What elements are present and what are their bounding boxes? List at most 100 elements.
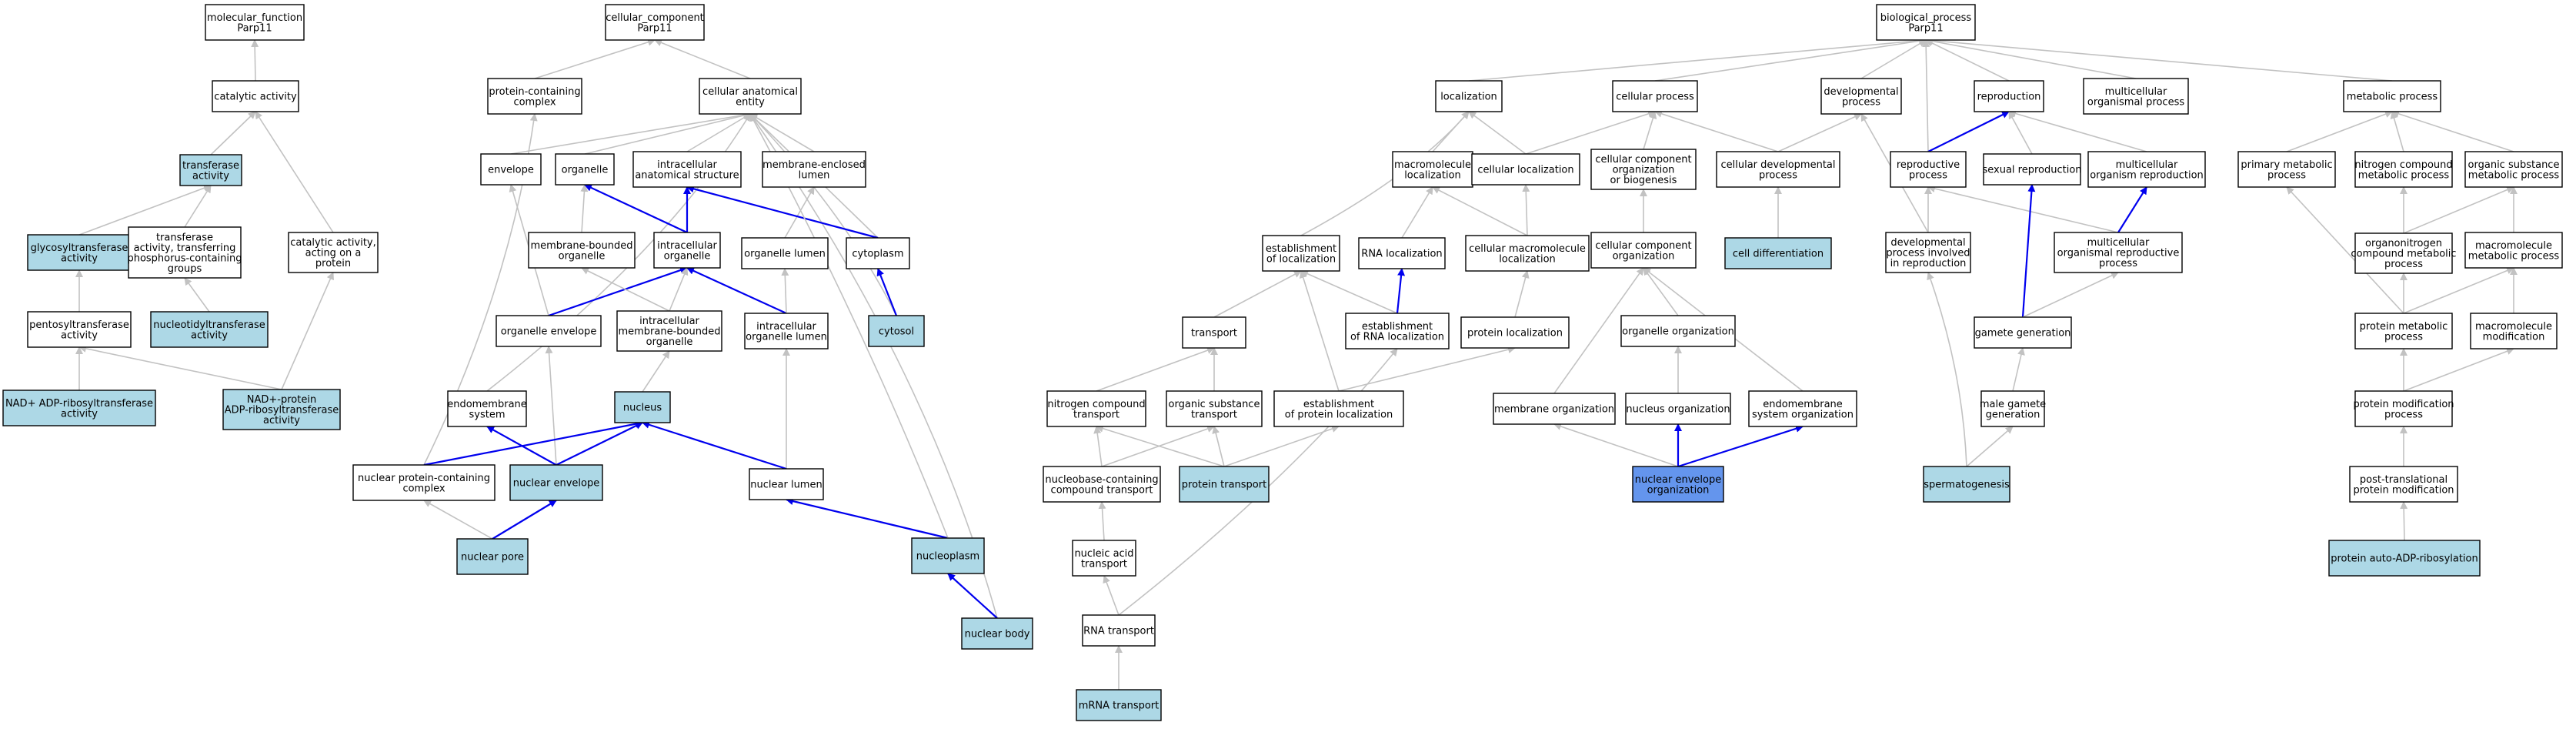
term-label-line: nuclear envelope	[513, 478, 599, 490]
term-node-nbody[interactable]: nuclear body	[961, 617, 1033, 650]
term-node-gamete-gen[interactable]: gamete generation	[1974, 316, 2072, 349]
term-box	[2354, 232, 2453, 274]
edge-transport-to-est_loc	[1213, 270, 1302, 318]
term-node-organelle[interactable]: organelle	[555, 153, 615, 186]
term-node-mem-org[interactable]: membrane organization	[1493, 393, 1616, 425]
term-node-nplasm[interactable]: nucleoplasm	[911, 537, 985, 574]
term-box	[480, 153, 542, 186]
term-node-cytosol[interactable]: cytosol	[868, 315, 925, 347]
term-label-line: nucleoplasm	[916, 551, 979, 563]
term-label-line: macromolecule	[1394, 159, 1471, 171]
term-label-line: activity	[61, 252, 98, 264]
term-node-transport[interactable]: transport	[1182, 316, 1246, 349]
term-node-org-org[interactable]: organelle organization	[1620, 315, 1736, 347]
term-node-reproduction[interactable]: reproduction	[1974, 80, 2044, 112]
term-node-sex-repro[interactable]: sexual reproduction	[1982, 153, 2082, 186]
term-node-nuc-org[interactable]: nucleus organization	[1625, 393, 1731, 425]
term-node-catalytic[interactable]: catalytic activity	[212, 80, 299, 112]
term-node-prot-adp[interactable]: protein auto-ADP-ribosylation	[2328, 540, 2481, 577]
term-label-line: envelope	[488, 165, 534, 176]
term-node-localization[interactable]: localization	[1435, 80, 1503, 112]
term-box	[632, 151, 742, 188]
term-box	[1072, 540, 1136, 577]
term-node-cell-loc[interactable]: cellular localization	[1471, 153, 1580, 186]
term-label-line: process	[2384, 259, 2423, 270]
term-node-rna-loc[interactable]: RNA localization	[1358, 237, 1446, 269]
term-node-nad-protein[interactable]: NAD+-proteinADP-ribosyltransferaseactivi…	[222, 389, 341, 430]
term-node-oe[interactable]: organelle envelope	[496, 315, 602, 347]
term-node-envelope[interactable]: envelope	[480, 153, 542, 186]
term-label-line: groups	[168, 263, 202, 275]
term-node-nucleus[interactable]: nucleus	[614, 391, 671, 423]
term-node-cell-diff[interactable]: cell differentiation	[1724, 237, 1832, 269]
term-node-rna-trans[interactable]: RNA transport	[1082, 614, 1156, 647]
term-box	[2083, 78, 2189, 115]
term-node-spermato[interactable]: spermatogenesis	[1923, 466, 2010, 503]
term-node-mrna-trans[interactable]: mRNA transport	[1076, 689, 1162, 721]
term-node-cytoplasm[interactable]: cytoplasm	[846, 237, 910, 269]
term-node-nlumen[interactable]: nuclear lumen	[749, 468, 824, 500]
term-node-metabolic[interactable]: metabolic process	[2343, 80, 2441, 112]
term-node-ol[interactable]: organelle lumen	[741, 237, 829, 269]
term-box	[1179, 466, 1270, 503]
term-node-prot-trans[interactable]: protein transport	[1179, 466, 1270, 503]
term-label-line: Parp11	[637, 22, 672, 34]
term-node-ne[interactable]: nuclear envelope	[509, 464, 603, 501]
term-label-line: organelle envelope	[501, 326, 597, 338]
term-node-cellproc[interactable]: cellular process	[1612, 80, 1698, 112]
term-box	[762, 151, 866, 188]
term-node-prot-loc[interactable]: protein localization	[1460, 316, 1570, 349]
term-node-npore[interactable]: nuclear pore	[456, 538, 529, 575]
